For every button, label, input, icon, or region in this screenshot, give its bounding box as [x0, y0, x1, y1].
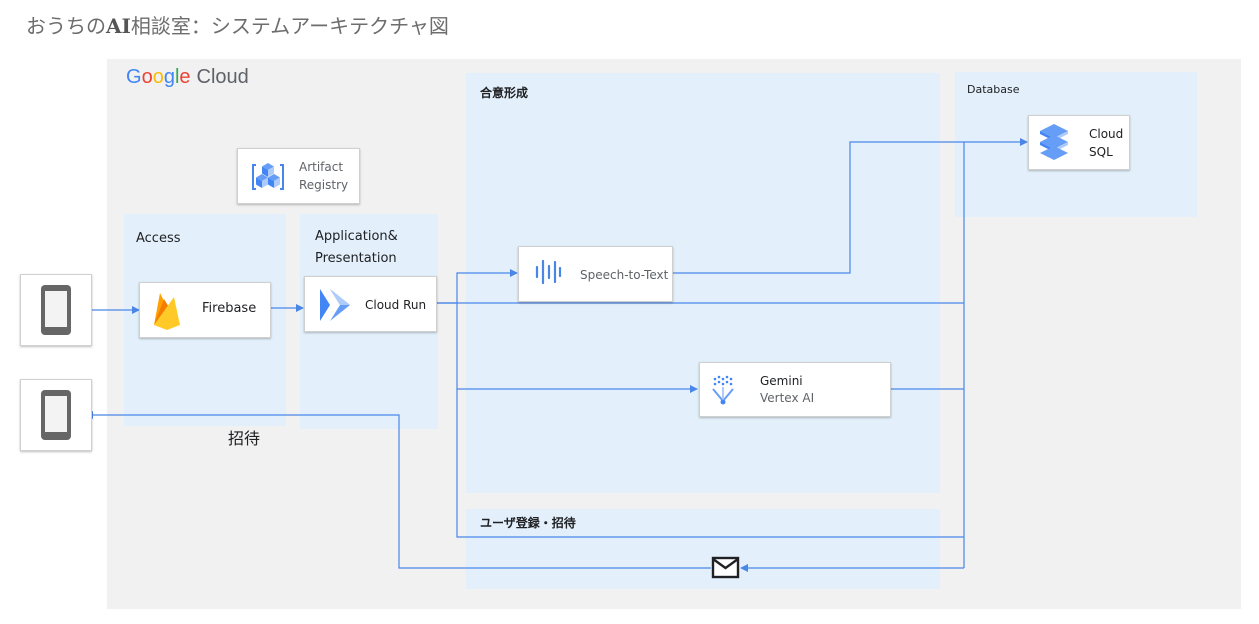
cloud-run-icon [320, 289, 350, 321]
mail-icon [711, 556, 740, 579]
vertex-ai-label: Vertex AI [760, 391, 815, 405]
cloud-sql-card: Cloud SQL [1028, 115, 1130, 170]
phone-icon [41, 285, 71, 335]
user-phone-device [20, 274, 92, 346]
artifact-registry-icon [252, 163, 284, 190]
cloud-sql-label-2: SQL [1089, 145, 1113, 159]
artifact-registry-label-1: Artifact [299, 160, 344, 174]
cloudrun-to-speech-arrow [436, 269, 518, 304]
invite-edge-label: 招待 [228, 429, 261, 448]
speech-to-text-label: Speech-to-Text [580, 268, 669, 282]
speech-to-text-card: Speech-to-Text [518, 246, 673, 302]
firebase-card: Firebase [139, 282, 271, 338]
vertex-ai-icon [712, 375, 734, 405]
gemini-label: Gemini [760, 374, 803, 388]
cloud-sql-label-1: Cloud [1089, 127, 1124, 141]
firebase-icon [154, 293, 180, 330]
cloud-run-card: Cloud Run [304, 276, 437, 332]
artifact-registry-card: Artifact Registry [237, 148, 360, 204]
user-registration-zone-label: ユーザ登録・招待 [480, 516, 576, 530]
cloudrun-to-gemini-arrow [456, 303, 698, 393]
firebase-label: Firebase [202, 301, 257, 316]
gemini-vertex-ai-card: Gemini Vertex AI [699, 362, 891, 417]
page-title: おうちのAI相談室：システムアーキテクチャ図 [26, 14, 449, 38]
access-zone-label: Access [136, 231, 181, 246]
application-zone-label-2: Presentation [315, 251, 397, 266]
mail-to-phone-invite-arrow [85, 411, 711, 569]
speech-to-text-icon [535, 259, 562, 285]
invited-phone-device [20, 379, 92, 451]
cloud-sql-icon [1040, 124, 1068, 160]
artifact-registry-label-2: Registry [299, 178, 349, 192]
application-zone-label-1: Application& [315, 229, 398, 244]
phone-icon [41, 390, 71, 440]
cloudrun-to-user-registration-line [456, 389, 964, 538]
consensus-zone-label: 合意形成 [480, 86, 529, 100]
user-registration-zone [466, 509, 940, 589]
cloud-run-label: Cloud Run [365, 298, 427, 312]
database-zone-label: Database [967, 83, 1020, 96]
speech-to-sql-arrow [672, 138, 1028, 274]
